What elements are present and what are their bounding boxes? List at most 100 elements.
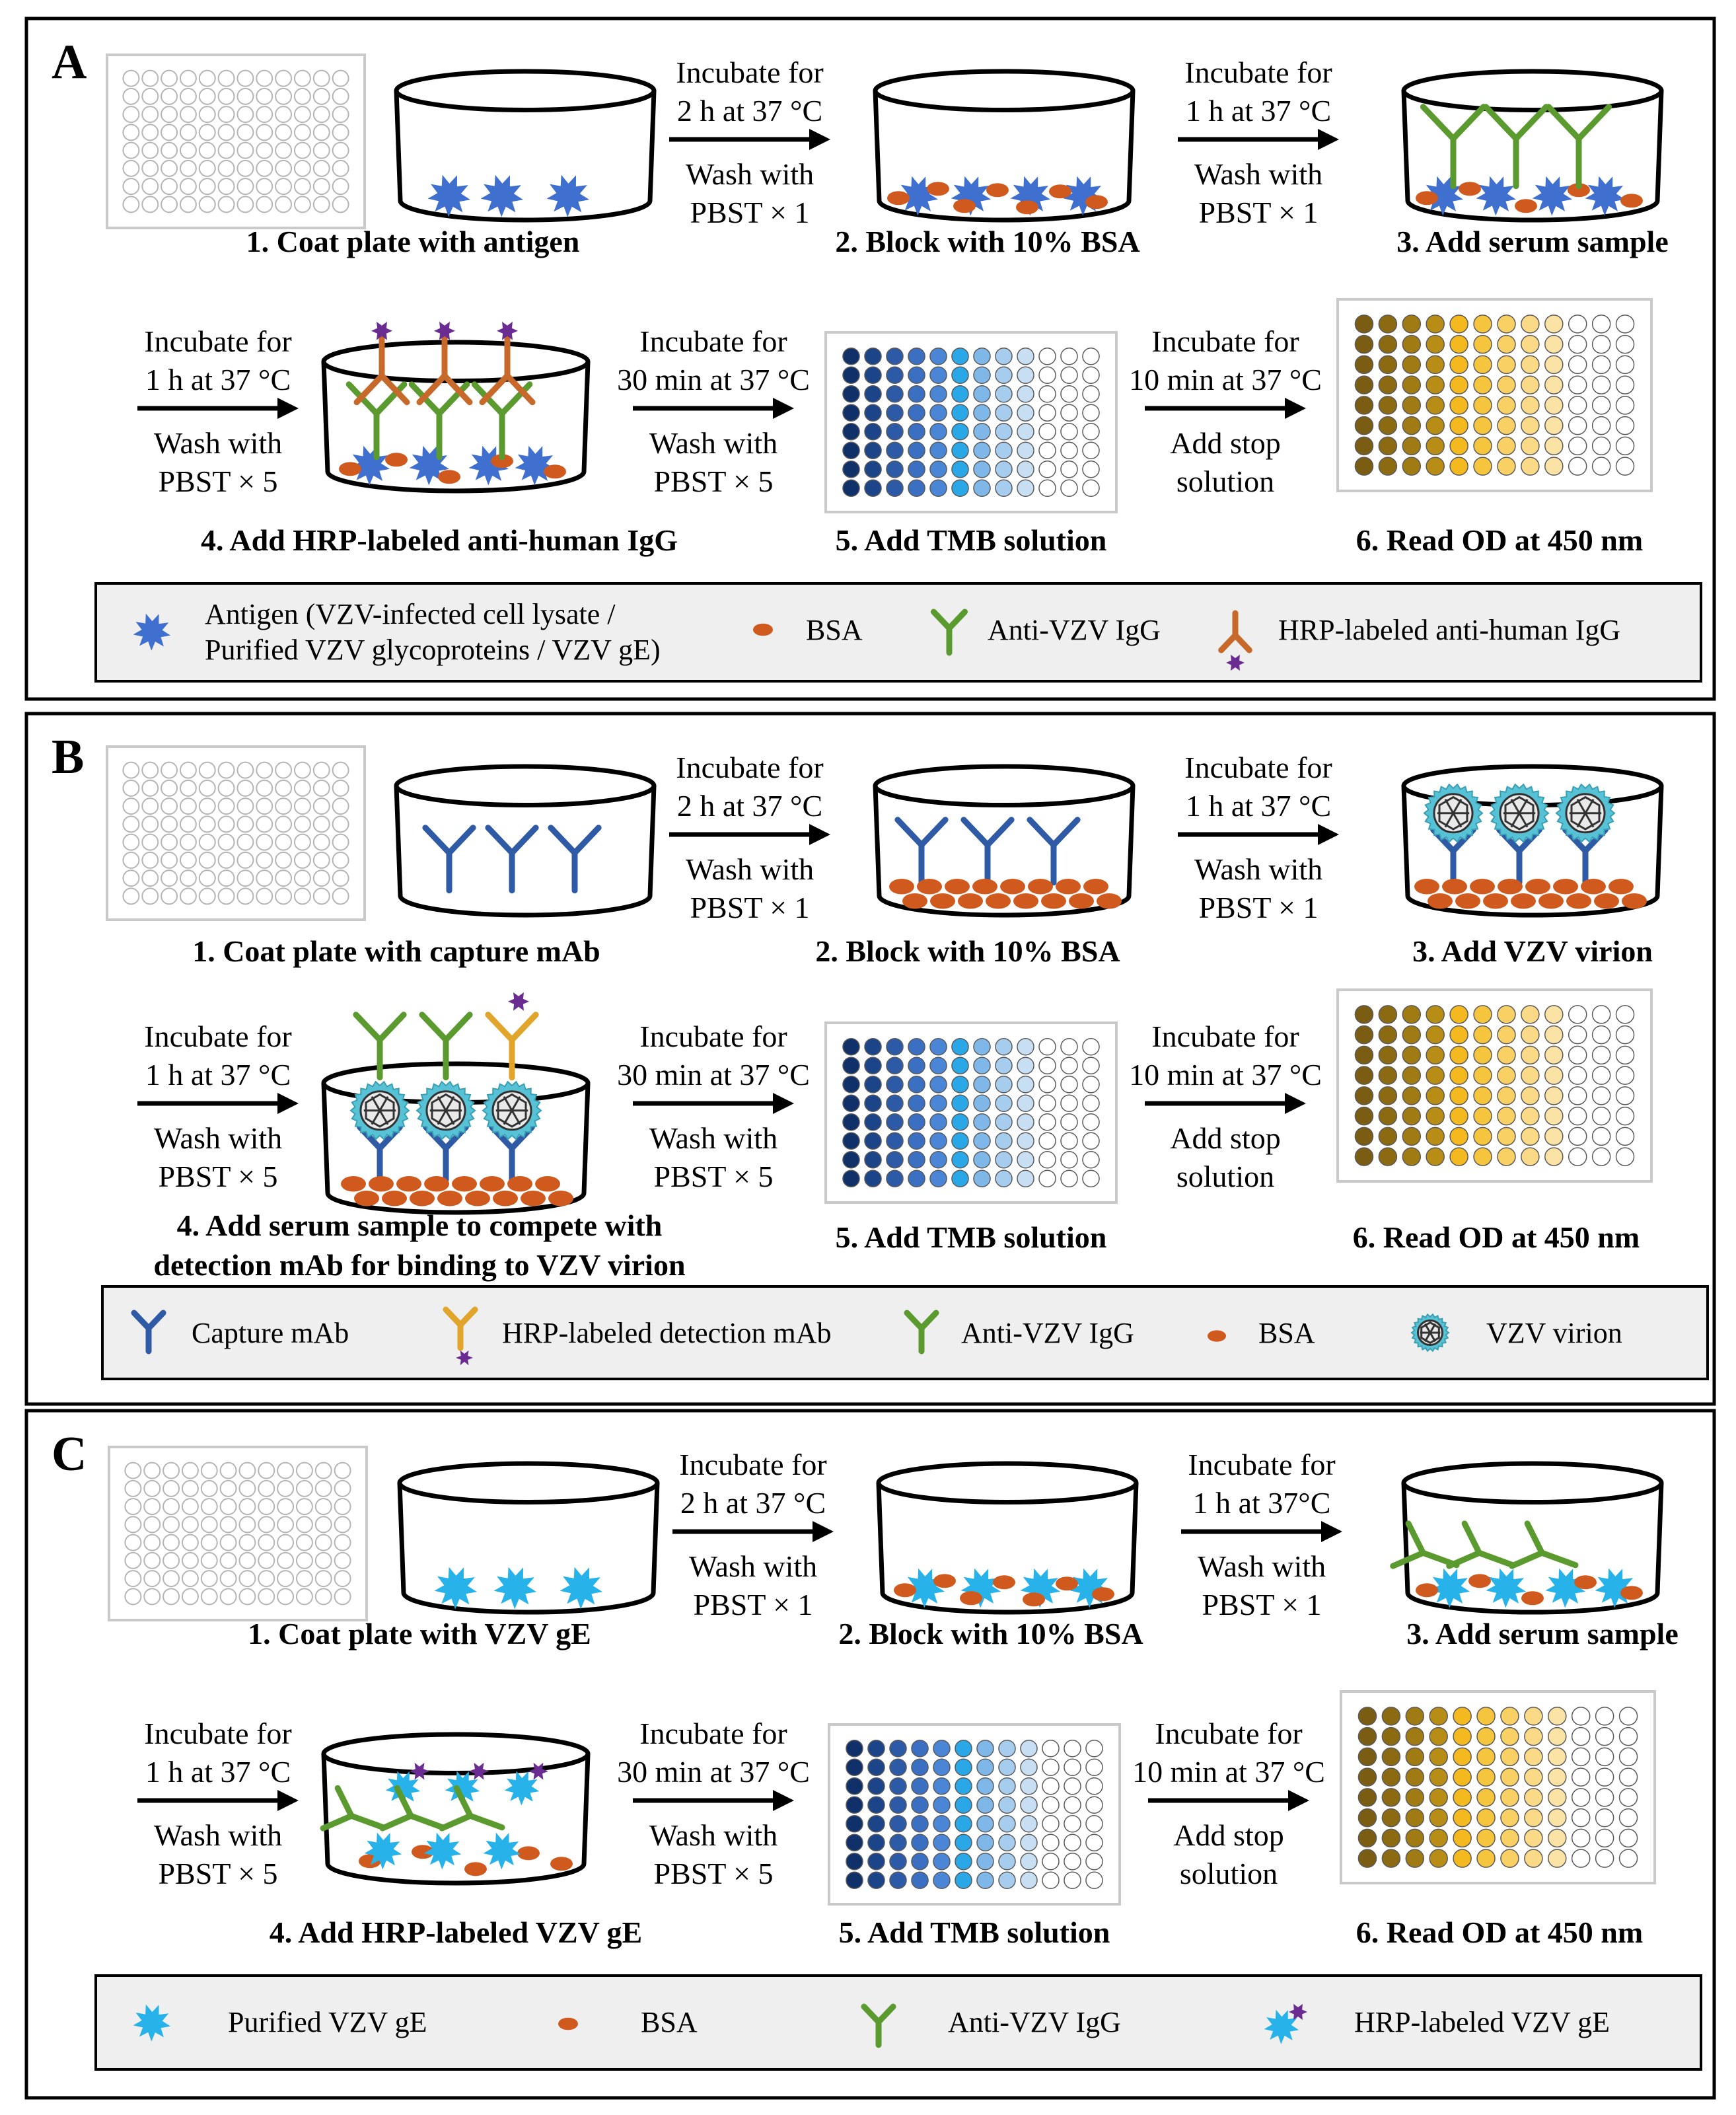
bsa-mark bbox=[1442, 878, 1467, 895]
svg-text:Incubate for: Incubate for bbox=[679, 1448, 827, 1481]
svg-text:Incubate for: Incubate for bbox=[639, 1020, 787, 1053]
bsa-mark bbox=[491, 454, 513, 468]
bsa-mark bbox=[507, 1175, 532, 1192]
svg-text:Wash with: Wash with bbox=[686, 157, 814, 191]
step-label: 4. Add serum sample to compete with bbox=[177, 1208, 663, 1242]
svg-text:Wash with: Wash with bbox=[649, 426, 778, 460]
bsa-mark bbox=[945, 878, 970, 895]
bsa-mark bbox=[1511, 893, 1536, 909]
purified-gE-icon bbox=[133, 2004, 171, 2042]
hrp-tag bbox=[497, 321, 518, 340]
bsa-mark bbox=[548, 1190, 573, 1206]
svg-text:solution: solution bbox=[1176, 1160, 1274, 1193]
process-arrow bbox=[672, 1521, 834, 1542]
svg-text:PBST × 1: PBST × 1 bbox=[690, 891, 809, 924]
purified-gE-mark bbox=[434, 1567, 478, 1610]
hrp-anti-human-igg-mark bbox=[416, 321, 473, 406]
hrp-detection-mab-icon bbox=[443, 1306, 478, 1351]
stopped-plate bbox=[1340, 1690, 1656, 1884]
step-label: 6. Read OD at 450 nm bbox=[1356, 523, 1643, 557]
bsa-mark bbox=[1092, 1587, 1114, 1602]
hrp-tag bbox=[1226, 654, 1245, 671]
hrp-tag bbox=[469, 1762, 489, 1780]
bsa-mark bbox=[1568, 183, 1590, 198]
capture-mab-mark bbox=[1027, 817, 1081, 886]
svg-text:1 h at 37 °C: 1 h at 37 °C bbox=[1186, 94, 1331, 128]
svg-text:1 h at 37 °C: 1 h at 37 °C bbox=[145, 1755, 291, 1789]
svg-text:1 h at 37 °C: 1 h at 37 °C bbox=[1186, 789, 1331, 823]
purified-gE-mark bbox=[483, 1832, 521, 1870]
svg-text:10 min at 37 °C: 10 min at 37 °C bbox=[1129, 1058, 1322, 1092]
antigen-mark bbox=[409, 445, 450, 486]
capture-mab-mark bbox=[422, 825, 476, 894]
tmb-plate bbox=[824, 1021, 1118, 1204]
hrp-gE-mark bbox=[385, 1771, 421, 1806]
bsa-mark bbox=[1594, 893, 1619, 909]
step-label: 2. Block with 10% BSA bbox=[815, 934, 1120, 968]
well-serum bbox=[1401, 1461, 1664, 1615]
svg-text:2 h at 37 °C: 2 h at 37 °C bbox=[677, 94, 822, 128]
bsa-mark bbox=[993, 1575, 1015, 1590]
svg-text:solution: solution bbox=[1180, 1857, 1278, 1890]
step-label: 6. Read OD at 450 nm bbox=[1356, 1915, 1643, 1949]
step-label: 1. Coat plate with VZV gE bbox=[248, 1617, 591, 1651]
bsa-mark bbox=[1085, 195, 1108, 209]
svg-text:Anti-VZV IgG: Anti-VZV IgG bbox=[961, 1317, 1134, 1349]
bsa-mark bbox=[902, 893, 927, 909]
bsa-mark bbox=[1566, 893, 1591, 909]
vzv-virion-mark bbox=[1489, 783, 1550, 843]
bsa-mark bbox=[953, 199, 976, 213]
svg-text:Add stop: Add stop bbox=[1173, 1818, 1284, 1852]
bsa-mark bbox=[1041, 893, 1066, 909]
bsa-mark bbox=[517, 1846, 540, 1861]
bsa-mark bbox=[382, 1190, 407, 1206]
process-arrow bbox=[669, 824, 830, 845]
bsa-mark bbox=[480, 1175, 505, 1192]
antigen-icon bbox=[133, 613, 171, 651]
antigen-mark bbox=[515, 445, 556, 486]
svg-text:BSA: BSA bbox=[806, 614, 863, 646]
svg-text:Antigen (VZV-infected cell lys: Antigen (VZV-infected cell lysate / bbox=[205, 598, 616, 630]
vzv-virion-mark bbox=[1423, 783, 1484, 843]
vzv-virion-mark bbox=[416, 1080, 476, 1140]
bsa-mark bbox=[1498, 878, 1523, 895]
stopped-plate bbox=[1336, 298, 1653, 492]
bsa-mark bbox=[1553, 878, 1578, 895]
svg-text:Wash with: Wash with bbox=[154, 1818, 282, 1852]
svg-text:1 h at 37 °C: 1 h at 37 °C bbox=[145, 363, 291, 396]
tmb-plate bbox=[824, 331, 1118, 513]
process-arrow bbox=[633, 1790, 794, 1811]
bsa-mark bbox=[927, 182, 949, 196]
bsa-mark bbox=[894, 1583, 916, 1598]
anti-vzv-igg-mark bbox=[1420, 104, 1487, 190]
bsa-mark bbox=[535, 1175, 560, 1192]
step-label: 1. Coat plate with capture mAb bbox=[192, 934, 600, 968]
purified-gE-mark bbox=[560, 1567, 603, 1610]
svg-text:Incubate for: Incubate for bbox=[1151, 1020, 1299, 1053]
svg-text:2 h at 37 °C: 2 h at 37 °C bbox=[680, 1486, 826, 1520]
svg-text:10 min at 37 °C: 10 min at 37 °C bbox=[1132, 1755, 1325, 1789]
bsa-mark bbox=[544, 464, 566, 479]
process-arrow bbox=[1145, 1093, 1306, 1114]
capture-mab-mark bbox=[548, 825, 602, 894]
svg-text:Add stop: Add stop bbox=[1170, 1121, 1280, 1155]
process-arrow bbox=[1148, 1790, 1309, 1811]
anti-vzv-igg-mark bbox=[353, 1012, 407, 1081]
svg-text:HRP-labeled VZV gE: HRP-labeled VZV gE bbox=[1354, 2006, 1610, 2038]
step-label: 2. Block with 10% BSA bbox=[835, 225, 1139, 258]
bsa-mark bbox=[424, 1175, 449, 1192]
svg-text:10 min at 37 °C: 10 min at 37 °C bbox=[1129, 363, 1322, 396]
bsa-mark bbox=[1483, 893, 1508, 909]
vzv-virion-mark bbox=[482, 1080, 542, 1140]
antigen-mark bbox=[480, 174, 524, 217]
svg-text:Wash with: Wash with bbox=[1194, 157, 1322, 191]
bsa-mark bbox=[1083, 878, 1108, 895]
svg-text:Anti-VZV IgG: Anti-VZV IgG bbox=[948, 2006, 1121, 2038]
bsa-mark bbox=[1525, 878, 1550, 895]
